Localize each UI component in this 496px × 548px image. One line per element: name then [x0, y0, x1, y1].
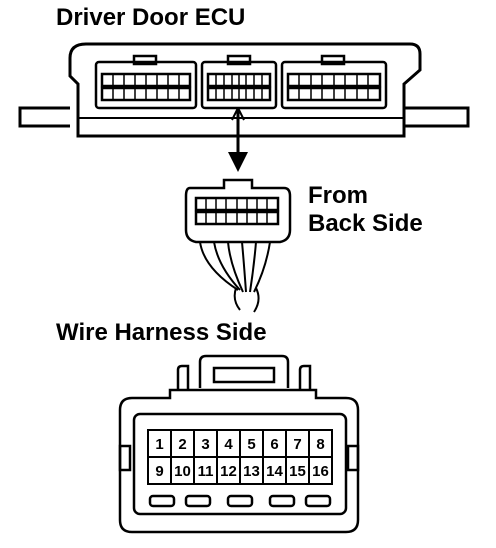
diagram-title: Driver Door ECU: [56, 4, 246, 31]
ecu-socket-right: [280, 54, 388, 110]
view-note: From Back Side: [308, 182, 423, 237]
pin-16-label: 16: [312, 463, 329, 480]
pin-2-label: 2: [178, 436, 186, 453]
ecu-right-flange: [400, 106, 470, 128]
pin-7-label: 7: [293, 436, 301, 453]
harness-title: Wire Harness Side: [56, 319, 267, 346]
pin-10-label: 10: [174, 463, 191, 480]
connector-plug-back-view: [184, 178, 292, 313]
pin-9-label: 9: [155, 463, 163, 480]
connector-latch: [198, 354, 290, 388]
pin-6-label: 6: [270, 436, 278, 453]
pin-12-label: 12: [220, 463, 237, 480]
pin-grid: 1 2 3 4 5 6 7 8 9 10 11 12 13 14 15 16: [147, 429, 333, 485]
view-note-line-1: From: [308, 182, 368, 209]
pin-4-label: 4: [224, 436, 233, 453]
ecu-body: [68, 42, 422, 138]
ecu-unit: [18, 42, 470, 138]
pin-13-label: 13: [243, 463, 260, 480]
pin-15-label: 15: [289, 463, 306, 480]
pin-14-label: 14: [266, 463, 283, 480]
pin-11-label: 11: [198, 463, 214, 480]
ecu-socket-left: [94, 54, 198, 110]
pin-1-label: 1: [155, 436, 163, 453]
down-arrow-icon: [228, 107, 248, 172]
pin-3-label: 3: [201, 436, 209, 453]
ecu-socket-middle: [200, 54, 278, 110]
pin-5-label: 5: [247, 436, 255, 453]
view-note-line-2: Back Side: [308, 209, 423, 237]
pin-8-label: 8: [316, 436, 324, 453]
ecu-left-flange: [18, 106, 70, 128]
